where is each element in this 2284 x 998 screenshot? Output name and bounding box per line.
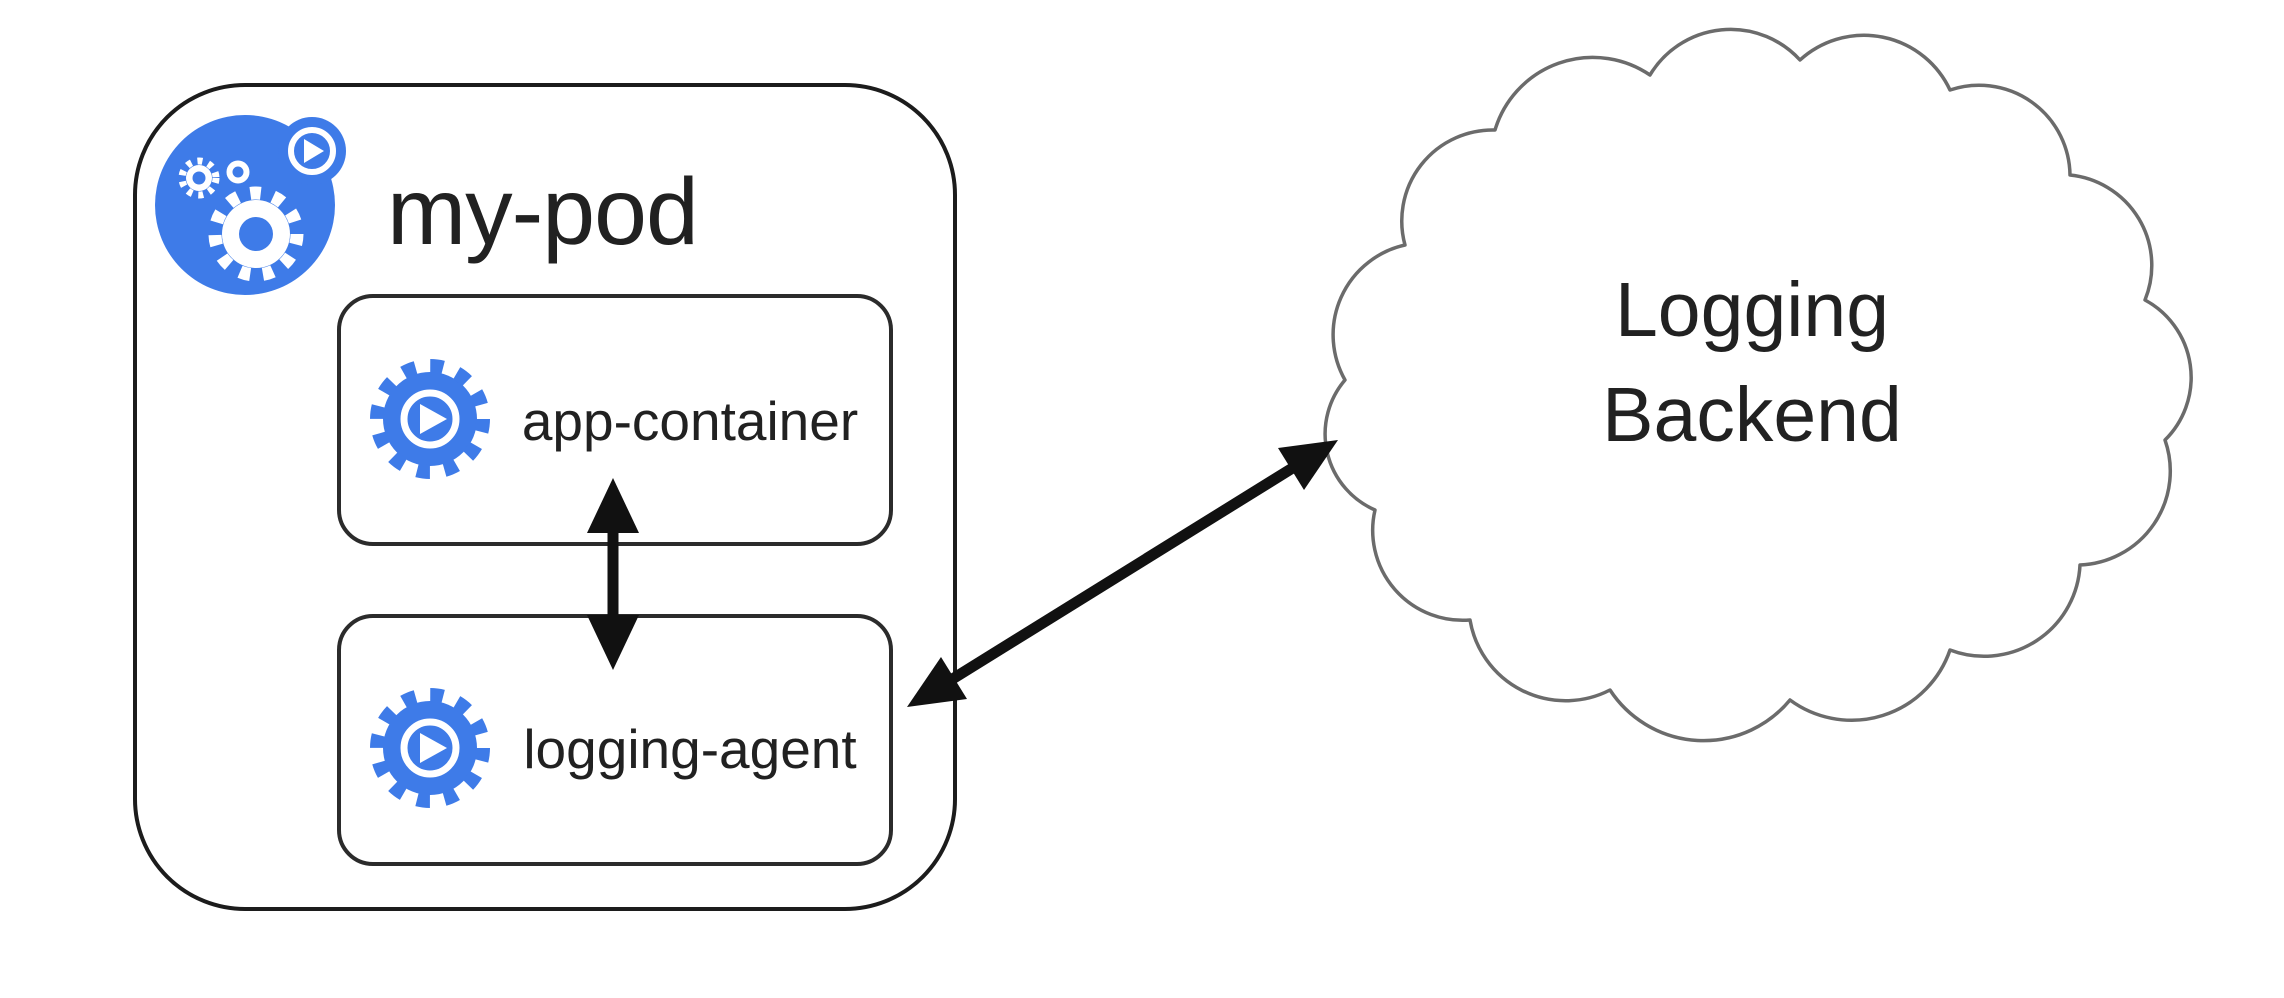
container-icon (370, 688, 490, 808)
pod-small-gear-icon (178, 157, 220, 199)
logging-to-backend-arrow (907, 440, 1338, 707)
logging-agent-label: logging-agent (523, 718, 857, 780)
logging-backend-label: Logging Backend (1602, 267, 1902, 458)
app-container-label: app-container (521, 390, 859, 452)
kubernetes-pod-icon (155, 115, 346, 295)
pod-gear-icon (208, 186, 304, 282)
pod-dot-icon (226, 160, 250, 184)
pod-play-badge-icon (278, 117, 346, 185)
container-icon (370, 359, 490, 479)
pod-label: my-pod (387, 159, 699, 265)
